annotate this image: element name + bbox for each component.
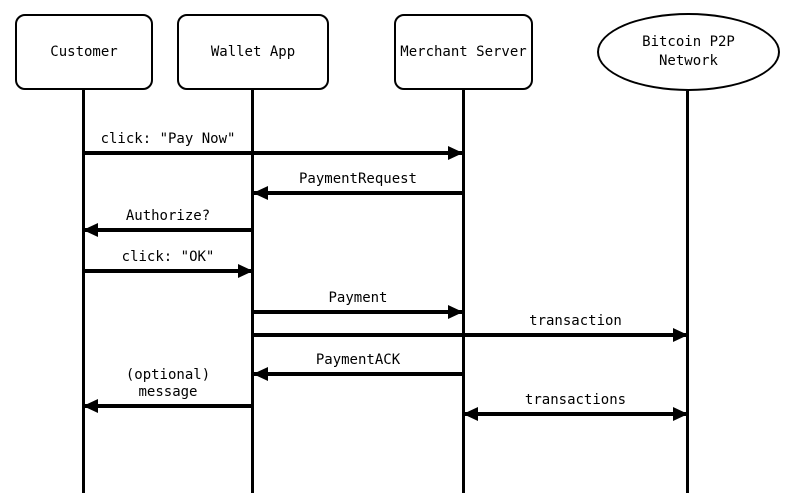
message-optional-message-label: (optional) message [125, 367, 211, 400]
message-payment-label: Payment [328, 290, 388, 306]
arrow-line [253, 333, 688, 337]
message-payment-ack-label: PaymentACK [315, 352, 401, 368]
arrowhead-left [253, 186, 268, 200]
arrowhead-right [448, 146, 463, 160]
arrow-line [463, 412, 688, 416]
message-payment-request-label: PaymentRequest [298, 171, 417, 187]
participant-wallet-app: Wallet App [177, 14, 329, 90]
arrow-line [253, 372, 463, 376]
arrow-line [83, 151, 463, 155]
participant-merchant-server: Merchant Server [394, 14, 533, 90]
arrowhead-right [673, 328, 688, 342]
participant-bitcoin-p2p-network: Bitcoin P2P Network [597, 13, 780, 91]
participant-customer: Customer [15, 14, 153, 90]
lifeline-bitcoin-p2p-network [686, 91, 689, 493]
arrowhead-left [83, 223, 98, 237]
arrowhead-left [463, 407, 478, 421]
arrow-line [83, 269, 253, 273]
message-click-ok-label: click: "OK" [121, 249, 215, 265]
lifeline-customer [82, 90, 85, 493]
arrow-line [253, 191, 463, 195]
message-click-pay-now-label: click: "Pay Now" [100, 131, 236, 147]
participant-wallet-app-label: Wallet App [210, 43, 296, 60]
arrowhead-left [83, 399, 98, 413]
arrow-line [83, 228, 253, 232]
arrowhead-left [253, 367, 268, 381]
arrowhead-right [448, 305, 463, 319]
message-transaction-label: transaction [529, 313, 622, 329]
lifeline-wallet-app [251, 90, 254, 493]
arrow-line [83, 404, 253, 408]
lifeline-merchant-server [462, 90, 465, 493]
participant-merchant-server-label: Merchant Server [400, 43, 527, 60]
message-authorize-label: Authorize? [125, 208, 211, 224]
message-transactions-label: transactions [524, 392, 627, 408]
participant-bitcoin-p2p-network-label: Bitcoin P2P Network [642, 34, 735, 69]
participant-customer-label: Customer [50, 43, 118, 60]
arrowhead-right [238, 264, 253, 278]
arrow-line [253, 310, 463, 314]
arrowhead-right [673, 407, 688, 421]
